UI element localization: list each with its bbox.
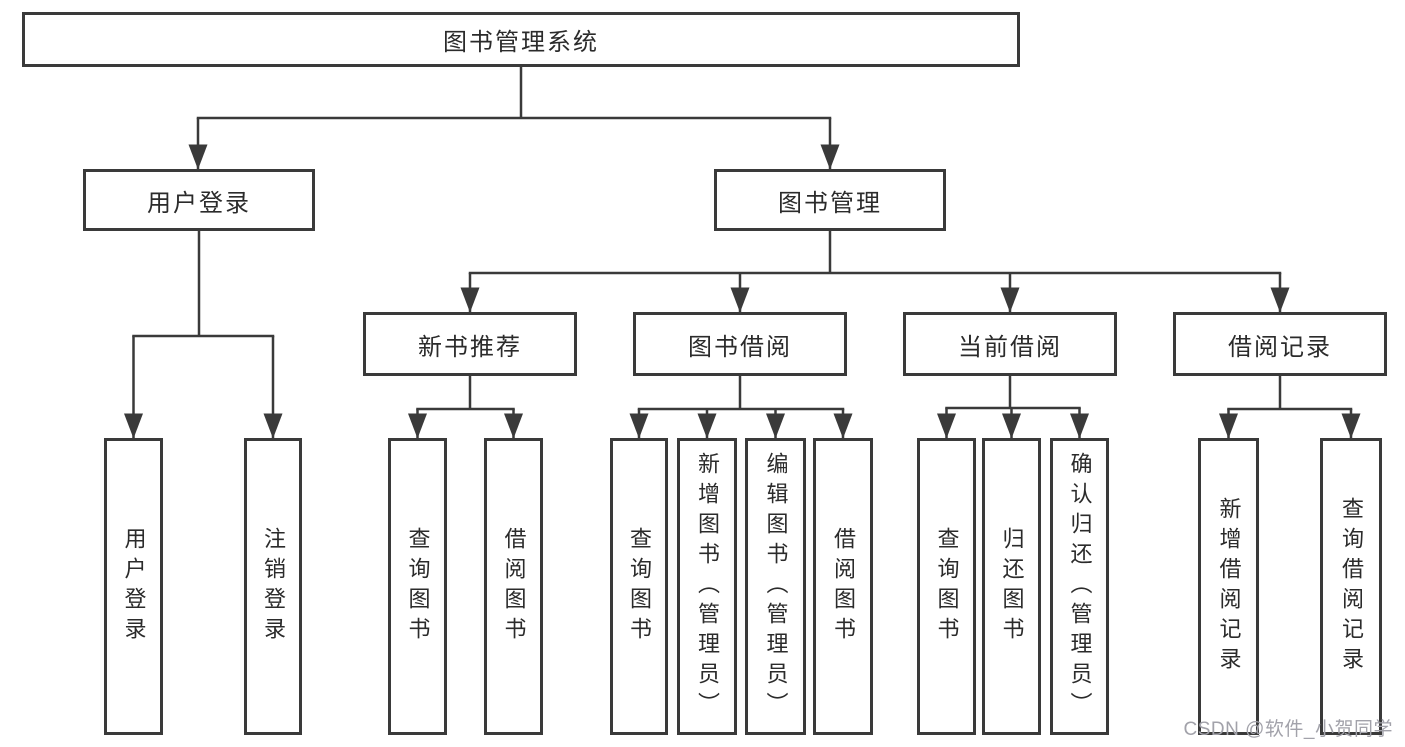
leaf-query-books-recommend-label: 查询图书	[405, 526, 431, 647]
node-new-book-recommend: 新书推荐	[363, 312, 577, 376]
node-book-borrow-label: 图书借阅	[688, 333, 792, 361]
leaf-logout-login-label: 注销登录	[261, 526, 286, 647]
leaf-confirm-return-admin-label: 确认归还（管理员）	[1067, 451, 1093, 722]
leaf-edit-books-admin-label: 编辑图书（管理员）	[763, 451, 789, 722]
node-current-borrow-label: 当前借阅	[958, 333, 1062, 361]
node-borrow-records-label: 借阅记录	[1228, 333, 1332, 361]
leaf-confirm-return-admin: 确认归还（管理员）	[1050, 438, 1109, 735]
node-current-borrow: 当前借阅	[903, 312, 1117, 376]
node-library-management-system: 图书管理系统	[22, 12, 1020, 67]
node-book-borrow: 图书借阅	[633, 312, 847, 376]
node-user-login-label: 用户登录	[147, 189, 251, 217]
watermark: CSDN @软件_小贺同学	[1183, 719, 1393, 740]
leaf-query-books-current: 查询图书	[917, 438, 976, 735]
leaf-return-books: 归还图书	[982, 438, 1041, 735]
node-library-management-system-label: 图书管理系统	[443, 29, 599, 56]
node-book-management-label: 图书管理	[778, 189, 882, 217]
node-user-login: 用户登录	[83, 169, 315, 231]
leaf-return-books-label: 归还图书	[999, 526, 1025, 647]
leaf-add-borrow-record-label: 新增借阅记录	[1216, 496, 1242, 677]
leaf-borrow-books-recommend: 借阅图书	[484, 438, 543, 735]
leaf-borrow-books-recommend-label: 借阅图书	[501, 526, 527, 647]
leaf-add-books-admin-label: 新增图书（管理员）	[695, 451, 720, 722]
leaf-add-borrow-record: 新增借阅记录	[1198, 438, 1259, 735]
leaf-borrow-books-label: 借阅图书	[831, 526, 856, 647]
leaf-logout-login: 注销登录	[244, 438, 302, 735]
leaf-query-borrow-record: 查询借阅记录	[1320, 438, 1382, 735]
leaf-user-login-label: 用户登录	[121, 526, 147, 647]
node-new-book-recommend-label: 新书推荐	[418, 333, 522, 361]
leaf-query-books-recommend: 查询图书	[388, 438, 447, 735]
leaf-user-login: 用户登录	[104, 438, 163, 735]
leaf-borrow-books: 借阅图书	[813, 438, 873, 735]
leaf-query-books-borrow: 查询图书	[610, 438, 668, 735]
node-book-management: 图书管理	[714, 169, 946, 231]
node-borrow-records: 借阅记录	[1173, 312, 1387, 376]
leaf-query-books-borrow-label: 查询图书	[627, 526, 652, 647]
leaf-edit-books-admin: 编辑图书（管理员）	[745, 438, 806, 735]
leaf-add-books-admin: 新增图书（管理员）	[677, 438, 737, 735]
leaf-query-books-current-label: 查询图书	[934, 526, 960, 647]
leaf-query-borrow-record-label: 查询借阅记录	[1339, 496, 1364, 677]
